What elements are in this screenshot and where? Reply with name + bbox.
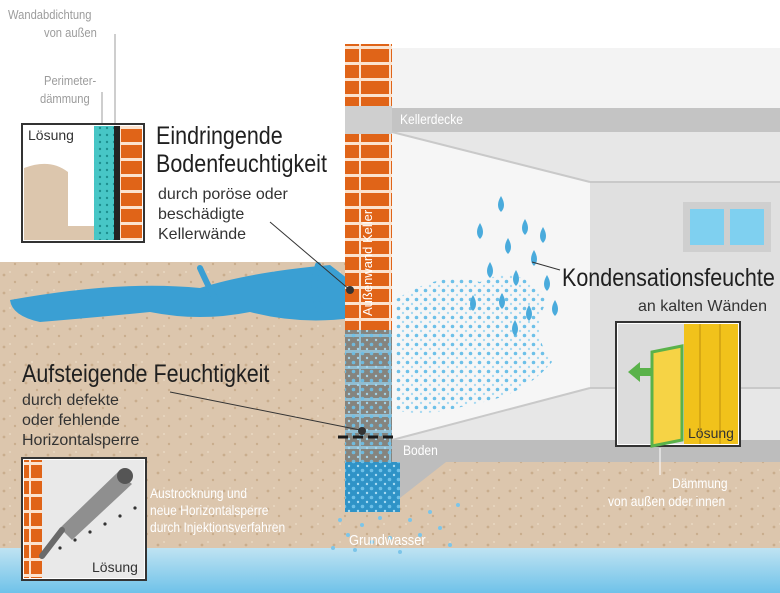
- floor-label: Boden: [403, 442, 438, 458]
- rising-title: Aufsteigende Feuchtigkeit: [22, 360, 270, 388]
- injection-solution-2: neue Horizontalsperre: [150, 502, 269, 518]
- outer-wall-label: Außenwand Keller: [360, 209, 375, 316]
- injection-solution-1: Austrocknung und: [150, 485, 248, 501]
- solution-inset-insulation: [615, 321, 741, 448]
- solution-label-injection: Lösung: [92, 559, 138, 575]
- insulation-solution-1: Dämmung: [672, 475, 728, 491]
- rising-desc-3: Horizontalsperre: [22, 432, 140, 449]
- basement-ceiling: [392, 108, 780, 132]
- insulation-solution-2: von außen oder innen: [608, 493, 726, 509]
- penetrating-desc-3: Kellerwände: [158, 226, 247, 243]
- rising-desc-1: durch defekte: [22, 392, 119, 409]
- moisture-patch: [395, 275, 552, 414]
- injection-solution-3: durch Injektionsverfahren: [150, 519, 286, 535]
- condensation-drops: [470, 196, 558, 336]
- wall-seal-label-2: von außen: [44, 25, 97, 40]
- groundwater-label: Grundwasser: [349, 532, 426, 549]
- ceiling-label: Kellerdecke: [400, 111, 463, 127]
- penetrating-desc-2: beschädigte: [158, 206, 245, 223]
- perimeter-label-1: Perimeter-: [44, 73, 97, 88]
- solution-inset-injection: [21, 457, 147, 581]
- wall-bricks-upper: [345, 44, 392, 106]
- penetrating-title-2: Bodenfeuchtigkeit: [156, 150, 327, 178]
- rising-desc-2: oder fehlende: [22, 412, 120, 429]
- penetrating-title-1: Eindringende: [156, 122, 283, 150]
- wall-seal-label-1: Wandabdichtung: [8, 7, 92, 22]
- condensation-title: Kondensationsfeuchte: [562, 264, 775, 292]
- solution-label-insulation: Lösung: [688, 425, 734, 441]
- penetrating-desc-1: durch poröse oder: [158, 186, 288, 203]
- perimeter-label-2: dämmung: [40, 91, 90, 106]
- groundwater-dots: [331, 503, 460, 554]
- solution-label-wall-seal: Lösung: [28, 127, 74, 143]
- condensation-desc: an kalten Wänden: [638, 298, 767, 315]
- water-stream: [10, 265, 352, 322]
- solution-inset-wall-seal: [21, 123, 145, 243]
